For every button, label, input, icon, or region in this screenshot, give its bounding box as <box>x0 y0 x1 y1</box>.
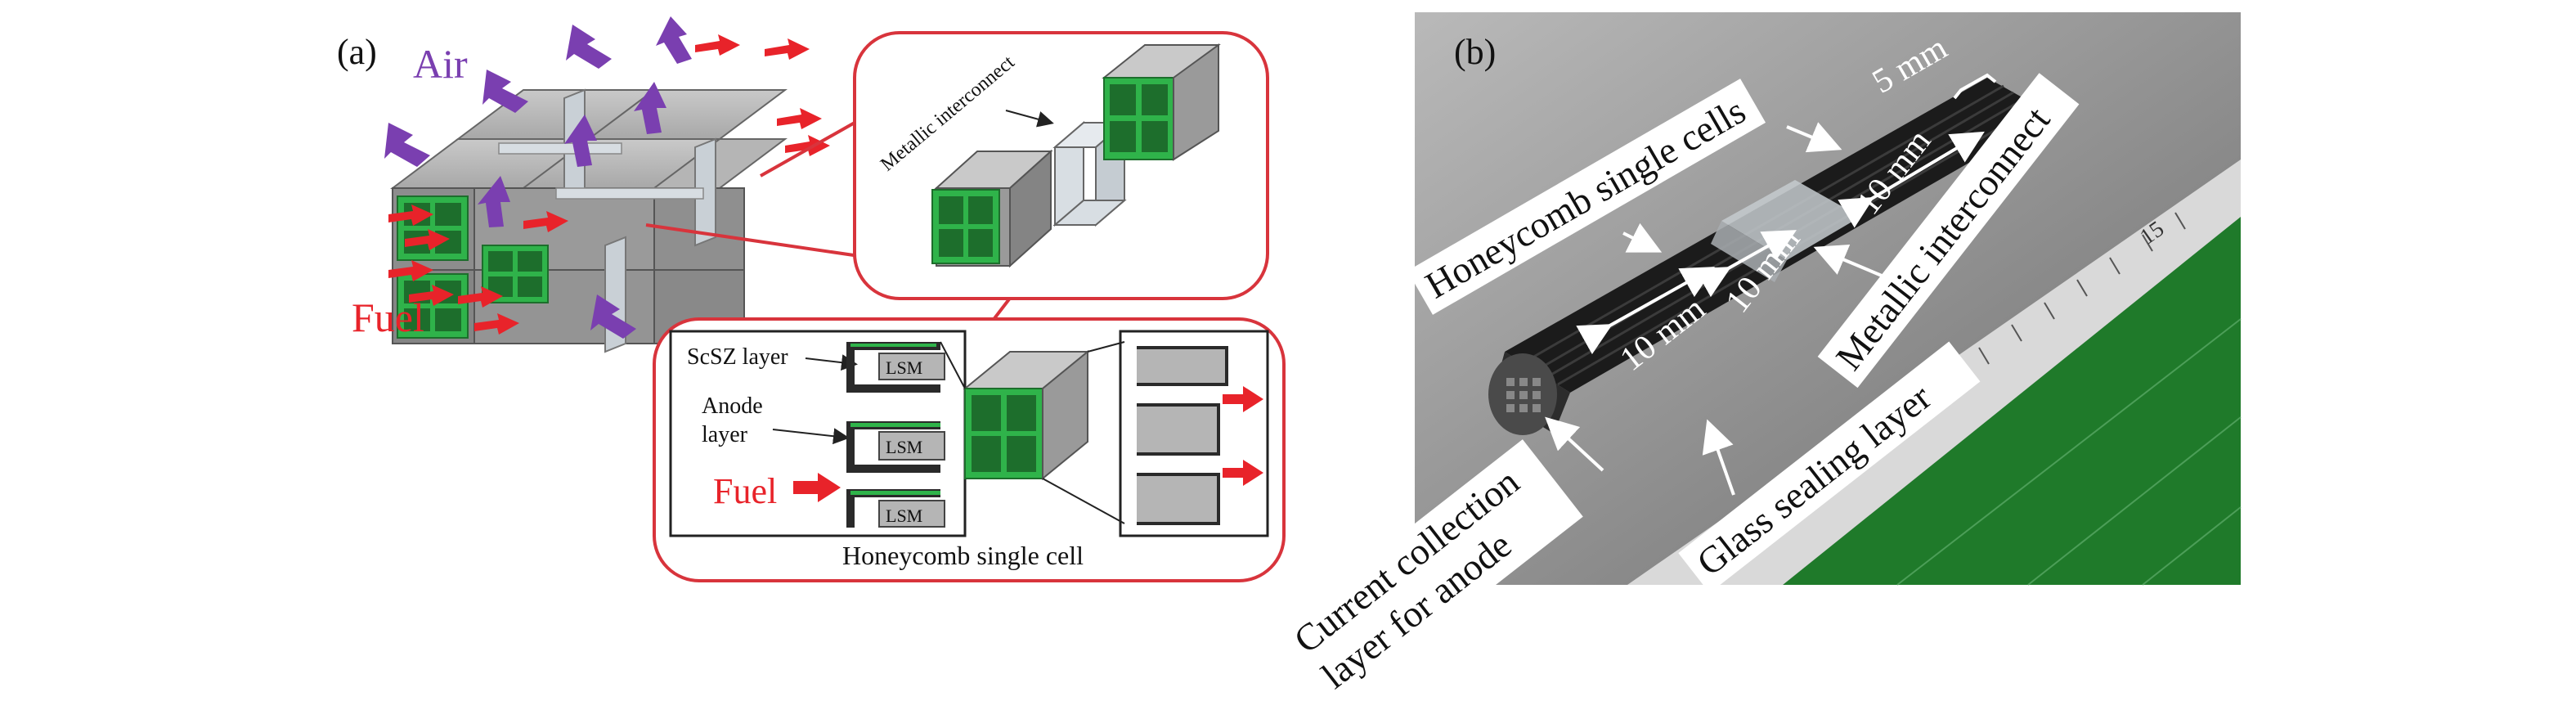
panel-a-label: (a) <box>337 32 377 72</box>
cell-stack <box>390 88 788 353</box>
green-cell-end-2 <box>397 273 469 339</box>
layer-stack-2: LSM <box>846 421 945 473</box>
layer-stack-1: LSM <box>846 342 945 393</box>
panel-b: 15 <box>1277 12 2242 708</box>
inset-exploded-view: Metallic interconnect <box>853 31 1269 300</box>
anode-label-line2: layer <box>702 422 748 447</box>
dimension-arrows <box>1576 73 1997 355</box>
lsm-label-3: LSM <box>886 506 922 526</box>
panel-b-label: (b) <box>1454 32 1496 72</box>
air-label: Air <box>413 41 468 87</box>
fuel-inset-label: Fuel <box>713 471 777 511</box>
scsz-layer-label: ScSZ layer <box>687 344 788 370</box>
mat-grid-lines <box>1896 318 2242 586</box>
lsm-label-1: LSM <box>886 357 922 378</box>
lsm-label-2: LSM <box>886 437 922 457</box>
fuel-arrows <box>388 34 830 335</box>
inset-single-cell: ScSZ layer Anode layer LSM LSM <box>653 317 1286 582</box>
air-arrows <box>384 16 692 339</box>
honeycomb-single-cell-label: Honeycomb single cell <box>842 541 1084 570</box>
fuel-inset-arrow <box>793 473 841 502</box>
right-detail <box>1137 346 1263 525</box>
anode-label-line1: Anode <box>702 393 763 419</box>
panel-a: (a) <box>337 16 1286 582</box>
green-cell-end-1 <box>397 195 469 261</box>
layer-stack-3: LSM <box>846 489 945 528</box>
interconnect-pointer <box>1005 110 1054 128</box>
